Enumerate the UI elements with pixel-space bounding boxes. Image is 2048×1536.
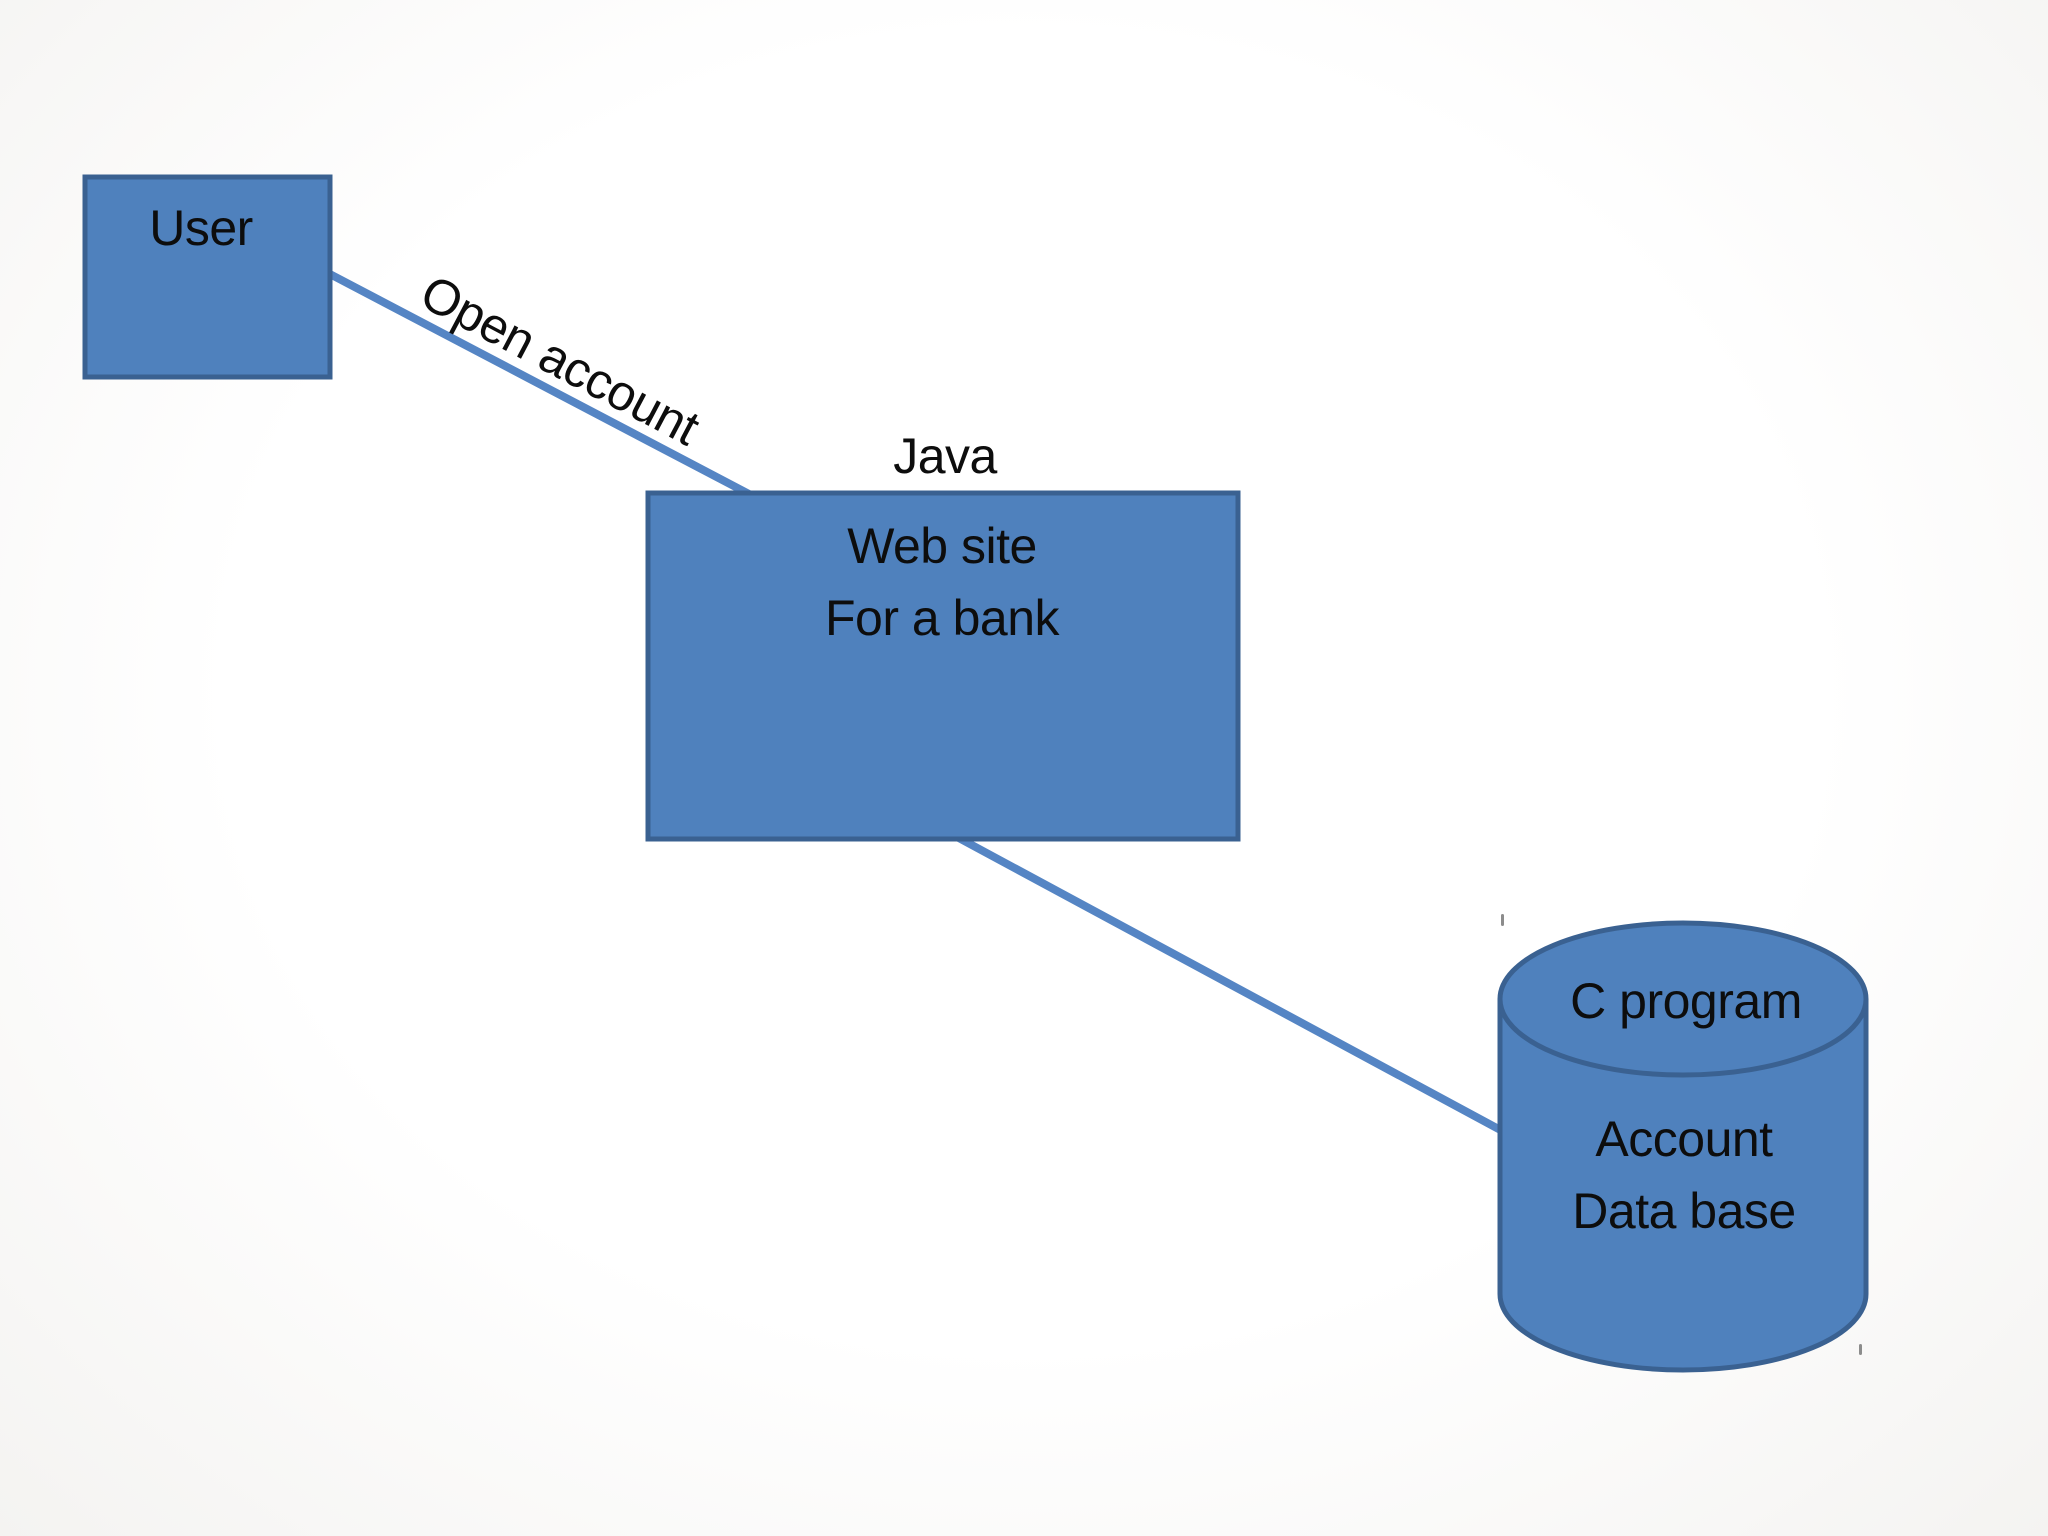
database-cylinder-top [1497, 920, 1869, 1078]
database-label-line1: Account [1595, 1111, 1773, 1167]
website-label-line1: Web site [847, 518, 1037, 574]
database-node-label: Account Data base [1572, 1103, 1796, 1247]
connector-website-to-database [940, 826, 1510, 1137]
java-tech-label: Java [893, 428, 997, 484]
database-cylinder-body [1497, 999, 1869, 1373]
artifact-tick-bottom-right [1859, 1344, 1862, 1355]
user-node-label: User [149, 200, 253, 256]
website-node-label: Web site For a bank [824, 510, 1060, 654]
artifact-tick-top-left [1501, 914, 1504, 926]
database-label-line2: Data base [1572, 1183, 1796, 1239]
cprogram-label: C program [1570, 973, 1802, 1029]
website-node-box [645, 490, 1241, 842]
website-label-line2: For a bank [824, 590, 1060, 646]
user-node-box [82, 174, 333, 380]
connector-user-to-website [322, 268, 753, 498]
